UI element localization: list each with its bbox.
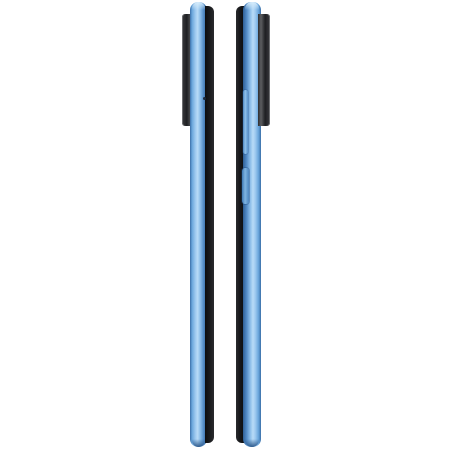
phone-left-side-view	[182, 2, 214, 447]
volume-rocker-button	[243, 90, 248, 154]
phone-right-side-view	[236, 2, 270, 447]
microphone-hole	[203, 97, 206, 100]
power-button	[242, 168, 249, 204]
phone-glass-edge	[236, 6, 245, 443]
camera-bump	[258, 14, 270, 126]
phone-glass-edge	[205, 6, 214, 443]
phone-frame	[190, 2, 207, 447]
